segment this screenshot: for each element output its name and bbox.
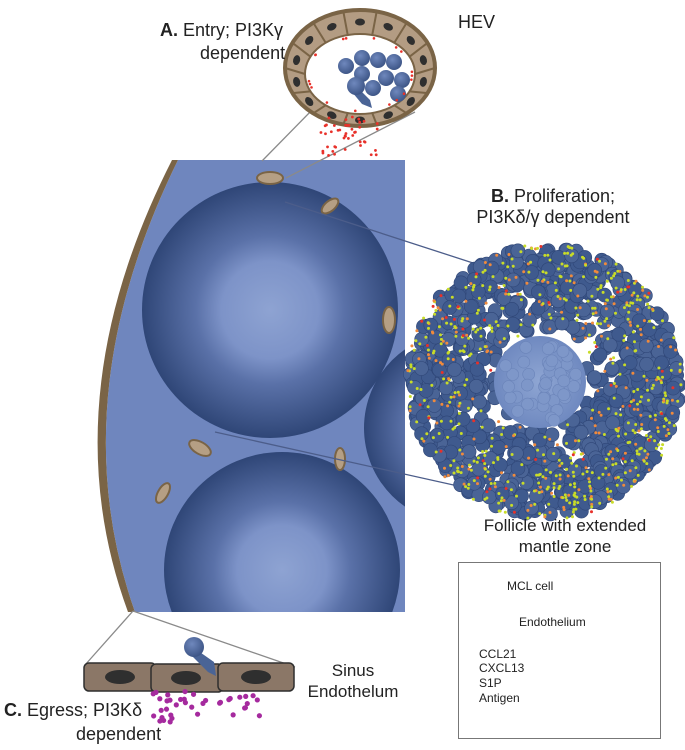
hev-vessel — [256, 171, 284, 185]
legend-antigen-label: Antigen — [479, 691, 520, 705]
hev-vessel — [320, 197, 340, 215]
mcl-cell — [354, 50, 370, 66]
legend-ccl21-label: CCL21 — [479, 647, 517, 661]
legend-endothelium-label: Endothelium — [519, 615, 586, 629]
mcl-cell — [390, 86, 406, 102]
mcl-cell — [365, 80, 381, 96]
proliferating-follicle — [402, 242, 685, 522]
egress-letter: C. — [4, 700, 22, 720]
transmigrating-cell-head — [347, 77, 365, 95]
node-capsule — [97, 160, 178, 612]
entry-text: Entry; PI3Kγ — [183, 20, 284, 40]
label-hev: HEV — [458, 12, 495, 33]
lymph-node — [97, 160, 405, 612]
follicle-top — [142, 182, 398, 438]
sinus-endothelium — [83, 637, 295, 725]
egress-text: Egress; PI3Kδ — [27, 700, 143, 720]
connector-lines — [84, 107, 486, 668]
egress-dependent: dependent — [76, 724, 162, 744]
hev-cross-section — [283, 8, 437, 157]
entry-dependent: dependent — [200, 43, 286, 63]
mcl-cell — [378, 70, 394, 86]
label-sinus: Sinus Endothelum — [298, 660, 408, 702]
prolif-letter: B. — [490, 186, 509, 206]
follicle-bottom — [164, 452, 400, 612]
mcl-cell — [370, 52, 386, 68]
follicle-text-2: mantle zone — [518, 537, 612, 556]
egressing-cell-head — [184, 637, 204, 657]
label-proliferation: B. Proliferation; PI3Kδ/γ dependent — [433, 186, 673, 228]
legend-mcl-label: MCL cell — [507, 579, 554, 593]
legend: MCL cell Endothelium CCL21 CXCL13 S1P An… — [458, 562, 661, 739]
hev-vessel — [188, 439, 212, 457]
sinus-text-2: Endothelum — [307, 682, 399, 701]
legend-cxcl13-label: CXCL13 — [479, 661, 525, 675]
sinus-text-1: Sinus — [331, 661, 375, 680]
label-follicle: Follicle with extended mantle zone — [445, 515, 685, 557]
label-egress: C. Egress; PI3Kδ — [4, 700, 142, 721]
legend-s1p-label: S1P — [479, 676, 502, 690]
prolif-dependent: PI3Kδ/γ dependent — [476, 207, 630, 227]
mcl-cell — [386, 54, 402, 70]
prolif-text: Proliferation; — [513, 186, 616, 206]
mcl-cell — [338, 58, 354, 74]
mcl-cell — [394, 72, 410, 88]
hev-vessel — [382, 306, 396, 334]
label-egress-2: dependent — [76, 724, 161, 745]
label-entry: A. Entry; PI3Kγ — [160, 20, 283, 41]
follicle-text-1: Follicle with extended — [483, 516, 647, 535]
label-entry-2: dependent — [200, 43, 285, 64]
entry-letter: A. — [160, 20, 178, 40]
hev-vessels — [155, 171, 396, 504]
hev-text: HEV — [458, 12, 496, 32]
hev-vessel — [155, 482, 171, 504]
